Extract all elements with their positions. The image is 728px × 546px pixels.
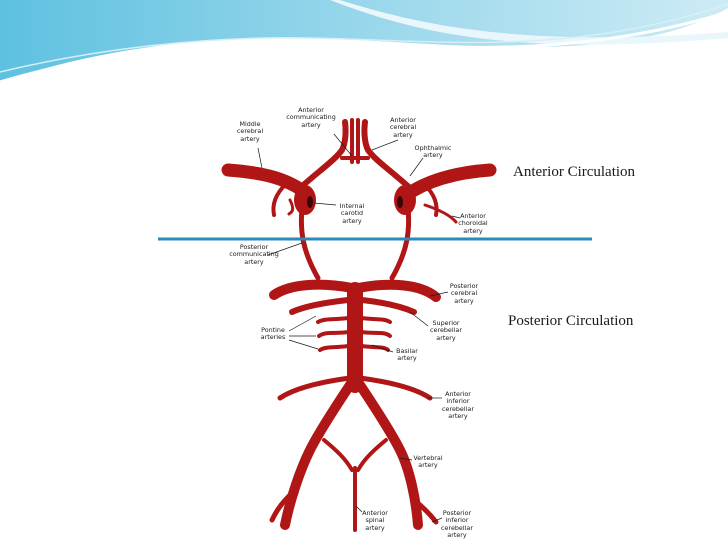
anterior-circulation-label: Anterior Circulation [513, 164, 636, 180]
middle-cerebral-artery-left [221, 163, 314, 201]
middle-cerebral-artery-right [398, 163, 497, 203]
ophthalmic-artery-left [271, 183, 287, 217]
label-posterior-communicating-artery: Posterior communicating artery [229, 243, 279, 266]
label-basilar-artery: Basilar artery [396, 347, 418, 363]
posterior-circulation-label: Posterior Circulation [508, 313, 634, 329]
anterior-choroidal-artery [423, 203, 458, 224]
cerebral-arterial-circle [221, 118, 497, 532]
anterior-inferior-cerebellar-artery-right [357, 375, 433, 401]
posterior-cerebral-artery-left [269, 279, 357, 300]
label-posterior-cerebral-artery: Posterior cerebral artery [449, 282, 479, 305]
label-superior-cerebellar-artery: Superior cerebellar artery [430, 319, 462, 342]
vertebral-artery-left [280, 377, 357, 530]
label-middle-cerebral-artery: Middle cerebral artery [236, 120, 264, 143]
label-posterior-inferior-cerebellar-artery: Posterior inferior cerebellar artery [441, 509, 473, 539]
posterior-inferior-cerebellar-artery-left [269, 492, 293, 523]
anterior-spinal-artery [322, 438, 388, 532]
label-pontine-arteries: Pontine arteries [260, 326, 286, 342]
anterior-cerebral-artery-right [361, 119, 413, 191]
label-anterior-choroidal-artery: Anterior choroidal artery [458, 212, 488, 235]
posterior-inferior-cerebellar-artery-right [411, 497, 439, 525]
label-anterior-spinal-artery: Anterior spinal artery [362, 509, 388, 532]
label-anterior-inferior-cerebellar-artery: Anterior inferior cerebellar artery [442, 390, 474, 420]
anterior-cerebral-artery-left [297, 119, 349, 191]
posterior-communicating-artery-left [298, 205, 321, 281]
label-anterior-cerebral-artery: Anterior cerebral artery [389, 116, 417, 139]
posterior-cerebral-artery-right [353, 279, 441, 302]
vertebral-artery-right [353, 377, 423, 530]
label-anterior-communicating-artery: Anterior communicating artery [286, 106, 336, 129]
anterior-inferior-cerebellar-artery-left [277, 375, 353, 401]
superior-cerebellar-artery-left [289, 297, 351, 315]
ophthalmic-artery-right [423, 183, 439, 217]
superior-cerebellar-artery-right [359, 297, 417, 315]
posterior-communicating-artery-right [389, 205, 412, 281]
label-internal-carotid-artery: Internal carotid artery [339, 202, 365, 225]
label-leader-lines [257, 133, 461, 523]
label-ophthalmic-artery: Ophthalmic artery [414, 144, 452, 160]
header-wave [0, 0, 728, 84]
label-vertebral-artery: Vertebral artery [413, 454, 443, 470]
